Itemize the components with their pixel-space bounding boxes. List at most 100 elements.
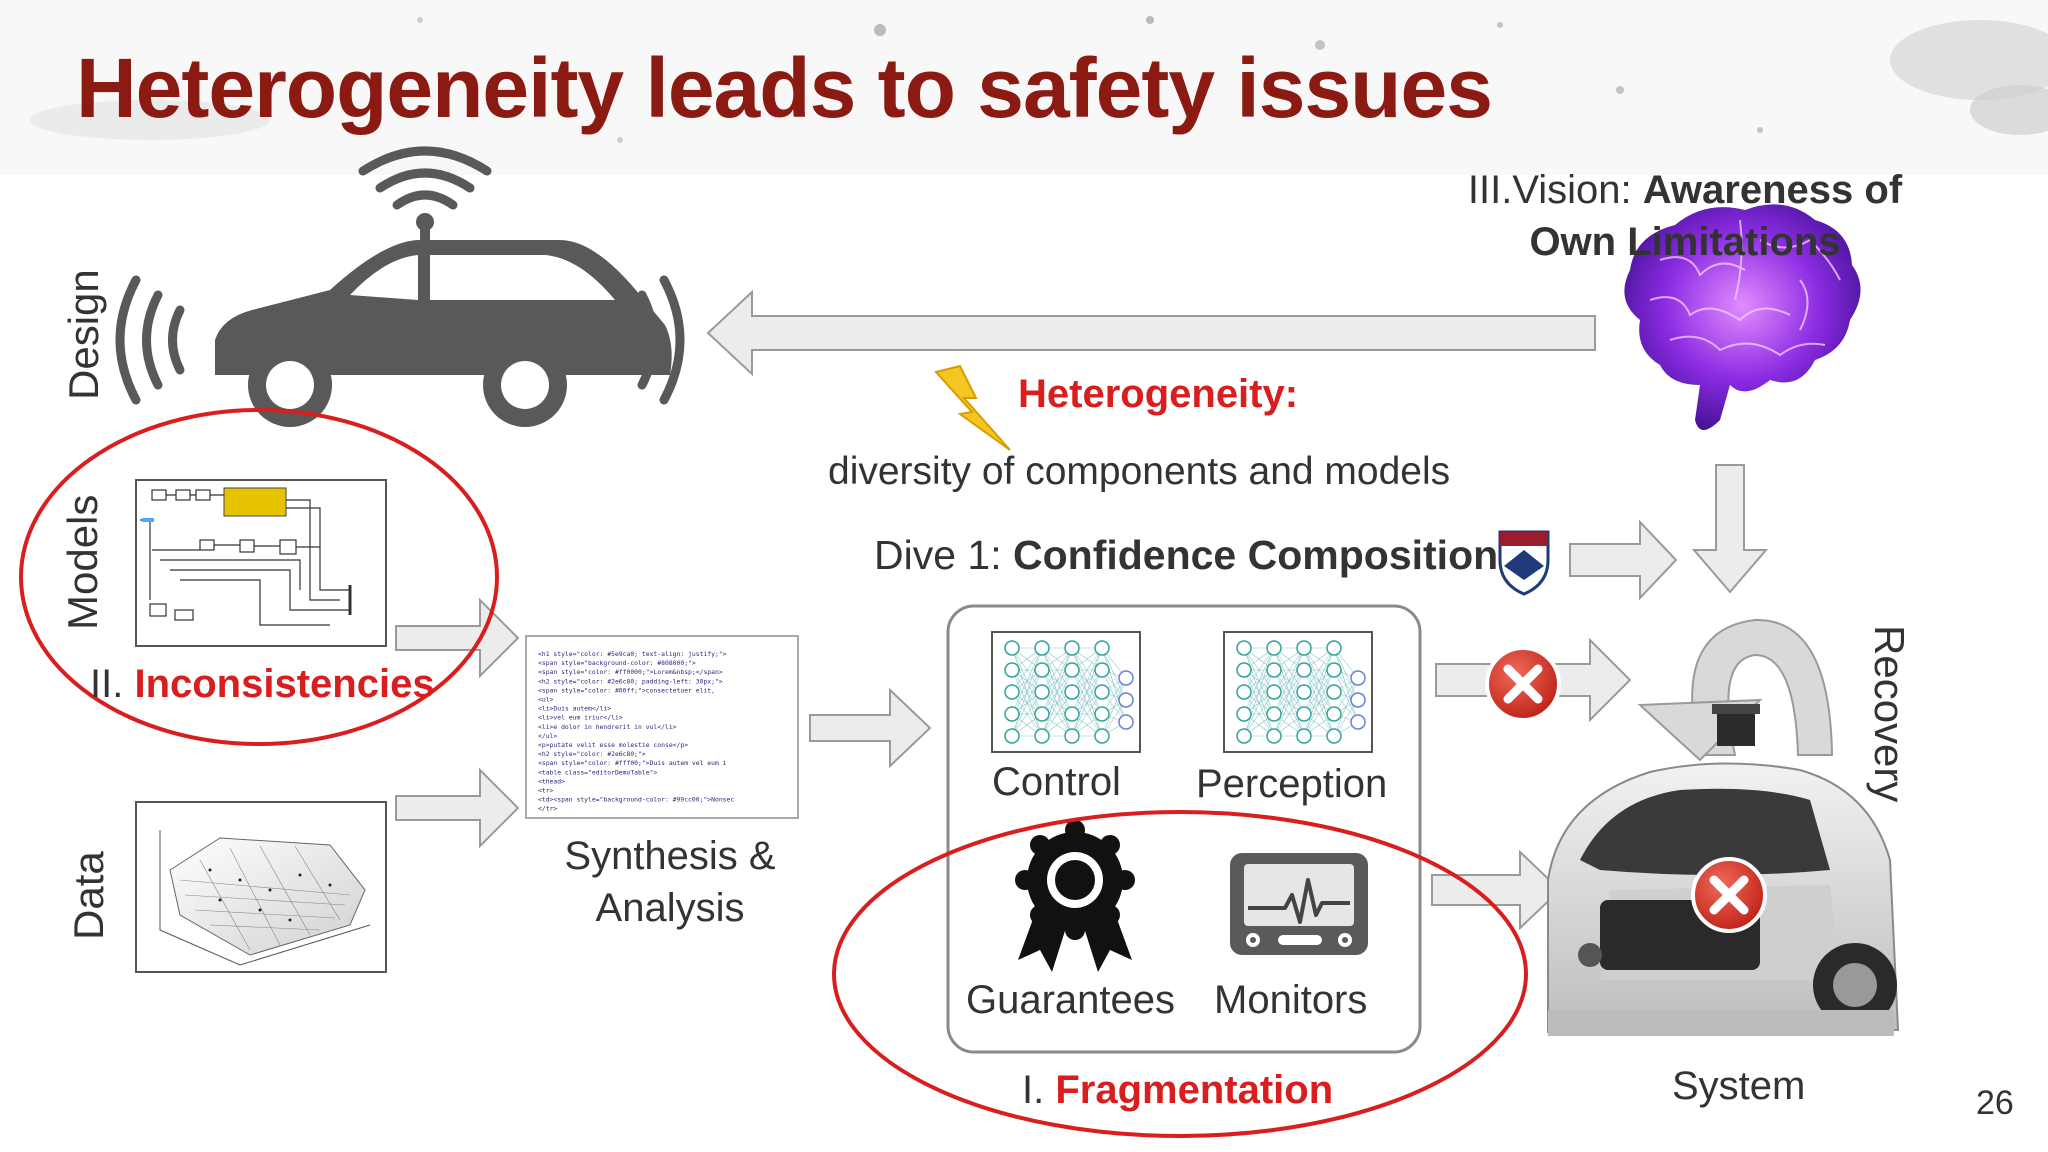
arrow-synthesis-to-components xyxy=(809,687,932,769)
nn-node xyxy=(1266,684,1282,700)
nn-node xyxy=(1094,662,1110,678)
inconsistencies-label: Inconsistencies xyxy=(134,662,435,706)
nn-node xyxy=(1004,684,1020,700)
code-line: <li>Duis autem</li> xyxy=(538,705,611,713)
nn-node xyxy=(1004,728,1020,744)
synthesis-label: Synthesis & Analysis xyxy=(540,830,800,934)
lightning-bolt-icon xyxy=(934,364,1011,451)
page-number: 26 xyxy=(1976,1084,2014,1122)
nn-node xyxy=(1326,728,1342,744)
nn-node xyxy=(1034,684,1050,700)
nn-node xyxy=(1326,684,1342,700)
nn-edge xyxy=(1071,691,1103,737)
nn-edge xyxy=(1243,647,1275,693)
nn-edge xyxy=(1011,647,1043,693)
nn-node xyxy=(1326,640,1342,656)
nn-edge xyxy=(1011,691,1043,737)
nn-node xyxy=(1034,728,1050,744)
nn-edge xyxy=(1071,647,1103,693)
nn-node xyxy=(1266,662,1282,678)
component-guarantees-label: Guarantees xyxy=(966,978,1176,1022)
nn-node xyxy=(1236,684,1252,700)
nn-node xyxy=(1350,692,1366,708)
nn-edge xyxy=(1303,691,1335,737)
nn-edge xyxy=(1273,647,1305,693)
vision-prefix: III.Vision: xyxy=(1467,168,1643,212)
nn-node xyxy=(1094,728,1110,744)
surface-plot-image xyxy=(135,801,387,973)
code-line: <h2 style="color: #2e6c80; padding-left:… xyxy=(538,677,723,685)
nn-edge xyxy=(1041,647,1073,715)
award-ribbon-icon xyxy=(1015,820,1135,972)
nn-node xyxy=(1236,640,1252,656)
nn-edge xyxy=(1273,691,1305,737)
nn-node xyxy=(1034,640,1050,656)
nn-node xyxy=(1266,706,1282,722)
nn-node xyxy=(1118,670,1134,686)
code-line: <h1 style="color: #5e9ca0; text-align: j… xyxy=(538,650,727,658)
code-line: <td><span style="background-color: #99cc… xyxy=(538,796,734,804)
nn-edge xyxy=(1041,691,1073,737)
brain-icon xyxy=(1624,204,1861,430)
nn-node xyxy=(1296,728,1312,744)
dive-emphasis: Confidence Composition xyxy=(1013,532,1499,578)
nn-node xyxy=(1034,662,1050,678)
nn-node xyxy=(1064,728,1080,744)
nn-edge xyxy=(1071,669,1103,737)
code-line: <span style="background-color: #808000;"… xyxy=(538,659,696,667)
nn-node xyxy=(1064,662,1080,678)
nn-edge xyxy=(1273,669,1305,737)
heart-monitor-icon xyxy=(1230,853,1368,955)
arrow-data-to-synthesis xyxy=(395,767,520,849)
inconsistencies-numeral: II. xyxy=(90,662,135,706)
nn-node xyxy=(1266,640,1282,656)
vision-emphasis-line1: Awareness of xyxy=(1642,168,1903,212)
nn-node xyxy=(1118,714,1134,730)
nn-edge xyxy=(1303,647,1335,737)
nn-node xyxy=(1296,706,1312,722)
nn-node xyxy=(1094,706,1110,722)
side-label-design: Design xyxy=(60,269,107,400)
synthesis-line2: Analysis xyxy=(595,886,745,930)
nn-node xyxy=(1094,684,1110,700)
slide-title: Heterogeneity leads to safety issues xyxy=(76,41,1493,135)
nn-edge xyxy=(1243,647,1275,737)
vision-emphasis-line2: Own Limitations xyxy=(1529,220,1841,264)
nn-node xyxy=(1064,640,1080,656)
nn-edge xyxy=(1333,677,1359,737)
code-line: </tr> xyxy=(538,805,557,813)
nn-edge xyxy=(1011,647,1043,737)
nn-node xyxy=(1034,706,1050,722)
nn-node xyxy=(1326,662,1342,678)
arrow-monitors-to-system xyxy=(1431,849,1562,931)
code-line: <p>putate velit esse molestie conse</p> xyxy=(538,741,688,749)
nn-edge xyxy=(1101,677,1127,737)
code-line: <h2 style="color: #2e6c80;"> xyxy=(538,750,646,758)
side-label-data: Data xyxy=(65,851,112,940)
nn-node xyxy=(1296,684,1312,700)
arrow-brain-down xyxy=(1691,464,1769,594)
heterogeneity-description: diversity of components and models xyxy=(828,450,1451,493)
fragmentation-numeral: I. xyxy=(1022,1068,1056,1112)
nn-node xyxy=(1350,714,1366,730)
nn-edge xyxy=(1303,647,1335,715)
fragmentation-label: Fragmentation xyxy=(1055,1068,1334,1112)
nn-node xyxy=(1094,640,1110,656)
arrow-dive-to-system xyxy=(1569,519,1678,601)
code-line: <ul> xyxy=(538,696,554,704)
code-line: <table class="editorDemoTable"> xyxy=(538,768,657,776)
nn-edge xyxy=(1243,647,1275,715)
nn-edge xyxy=(1041,647,1073,693)
nn-node xyxy=(1064,684,1080,700)
component-monitors-label: Monitors xyxy=(1214,978,1368,1022)
nn-node xyxy=(1236,662,1252,678)
nn-edge xyxy=(1303,647,1335,693)
connected-car-icon xyxy=(115,146,685,427)
code-line: <li>vel eum iriur</li> xyxy=(538,714,623,722)
nn-node xyxy=(1004,662,1020,678)
neural-network-perception-icon xyxy=(1223,631,1373,753)
dive-heading: Dive 1: Confidence Composition xyxy=(874,532,1498,579)
penn-shield-icon xyxy=(1498,530,1550,596)
synthesis-line1: Synthesis & xyxy=(564,834,776,878)
error-x-icon-pipeline xyxy=(1485,646,1561,722)
